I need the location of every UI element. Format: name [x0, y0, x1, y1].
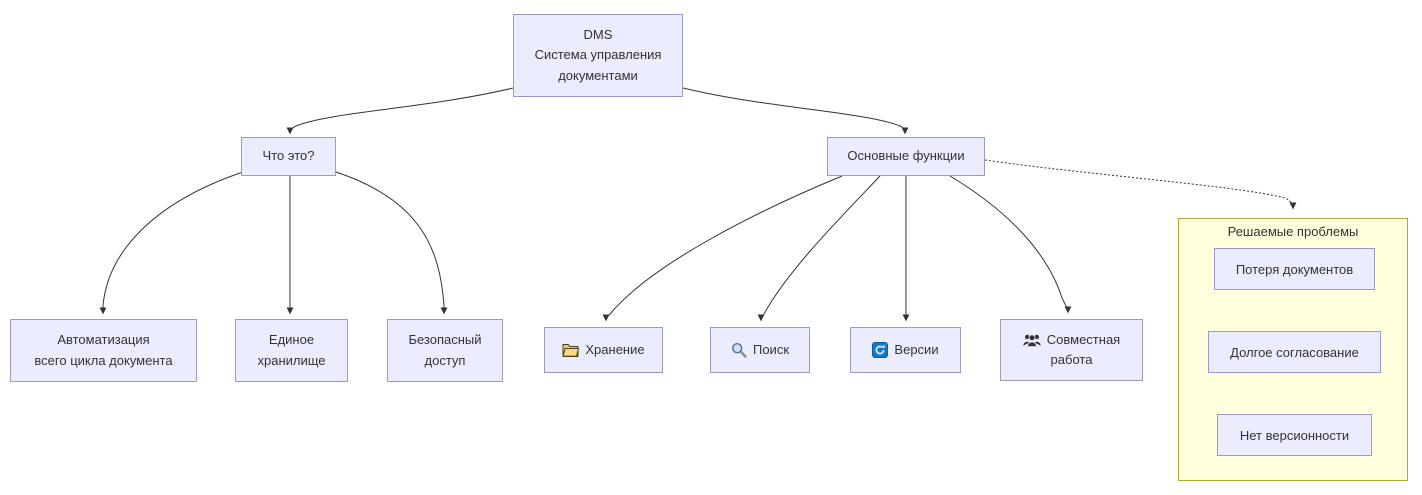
users-icon: [1023, 333, 1041, 347]
node-secure-access[interactable]: Безопасный доступ: [387, 319, 503, 382]
problem-label: Долгое согласование: [1230, 344, 1359, 360]
edge-what-to-secure-access: [335, 171, 448, 315]
node-problem-no-versioning[interactable]: Нет версионности: [1217, 414, 1372, 456]
node-what-is-it[interactable]: Что это?: [241, 137, 336, 176]
edge-what-to-automation: [99, 171, 244, 315]
node-dms-label: DMS Система управления документами: [534, 27, 662, 83]
edge-dms-to-functions: [682, 87, 909, 135]
edge-functions-to-search: [757, 175, 881, 322]
node-collaboration-label-line2: работа: [1050, 352, 1093, 367]
node-problem-document-loss[interactable]: Потеря документов: [1214, 248, 1375, 290]
node-versions[interactable]: Версии: [850, 327, 961, 373]
node-dms-root[interactable]: DMS Система управления документами: [513, 14, 683, 97]
node-search[interactable]: Поиск: [710, 327, 810, 373]
node-collaboration[interactable]: Совместная работа: [1000, 319, 1143, 381]
node-problem-slow-approval[interactable]: Долгое согласование: [1208, 331, 1381, 373]
node-what-label: Что это?: [262, 148, 315, 164]
node-automation-label: Автоматизация всего цикла документа: [34, 332, 173, 368]
node-storage-label: Хранение: [585, 341, 645, 357]
node-main-functions[interactable]: Основные функции: [827, 137, 985, 176]
node-functions-label: Основные функции: [847, 148, 965, 164]
magnifier-icon: [731, 342, 747, 358]
node-storage[interactable]: Хранение: [544, 327, 663, 373]
edge-functions-to-storage: [602, 175, 843, 322]
node-secure-access-label: Безопасный доступ: [408, 332, 482, 368]
problem-label: Потеря документов: [1235, 261, 1354, 277]
edge-functions-to-problems-dotted: [984, 159, 1297, 210]
node-versions-label: Версии: [894, 341, 939, 357]
folder-icon: [562, 343, 580, 357]
edge-dms-to-what: [286, 87, 514, 135]
node-collaboration-label-line1: Совместная: [1046, 331, 1121, 347]
problems-cluster-title: Решаемые проблемы: [1227, 224, 1359, 239]
edge-functions-to-collaboration: [949, 175, 1072, 314]
problem-label: Нет версионности: [1239, 427, 1350, 443]
problems-cluster: Решаемые проблемы Потеря документов Долг…: [1178, 218, 1408, 481]
node-search-label: Поиск: [752, 341, 790, 357]
node-unified-storage-label: Единое хранилище: [257, 332, 326, 368]
node-unified-storage[interactable]: Единое хранилище: [235, 319, 348, 382]
version-sync-icon: [872, 342, 889, 358]
node-automation[interactable]: Автоматизация всего цикла документа: [10, 319, 197, 382]
